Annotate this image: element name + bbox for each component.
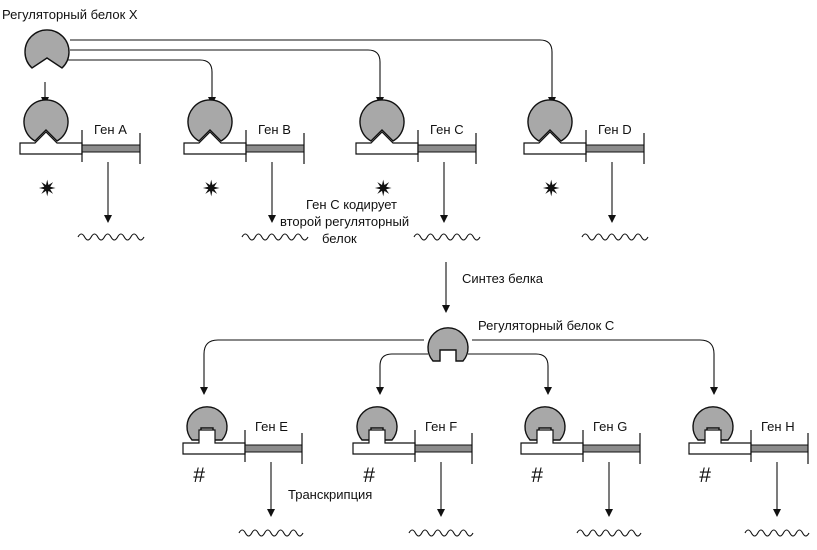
site-mark: # xyxy=(531,464,543,487)
site-mark: ✷ xyxy=(374,176,392,201)
site-mark: ✷ xyxy=(38,176,56,201)
gene-label: Ген С xyxy=(430,122,464,137)
gene-coding-region xyxy=(582,444,641,453)
synthesis-label: Синтез белка xyxy=(462,271,544,286)
gene-c-note-line-2: второй регуляторный xyxy=(280,214,409,229)
gene-unit: Ген Е # xyxy=(182,406,304,537)
mrna-wave xyxy=(744,529,810,537)
gene-unit: Ген F # xyxy=(352,406,474,537)
transcription-label: Транскрипция xyxy=(288,487,372,502)
gene-unit: Ген С ✷ xyxy=(355,99,481,241)
gene-coding-region xyxy=(245,144,305,153)
gene-coding-region xyxy=(244,444,303,453)
protein-x-label: Регуляторный белок X xyxy=(2,7,138,22)
gene-label: Ген F xyxy=(425,419,457,434)
bottom-gene-row: Ген Е # Ген F # Ген G # Ген Н # xyxy=(182,406,810,537)
gene-label: Ген D xyxy=(598,122,632,137)
site-mark: ✷ xyxy=(542,176,560,201)
gene-label: Ген В xyxy=(258,122,291,137)
dna-binding-site xyxy=(19,131,83,155)
dna-binding-site xyxy=(183,131,247,155)
gene-unit: Ген В ✷ xyxy=(183,99,309,241)
regulatory-protein-x-bound xyxy=(187,99,233,142)
gene-coding-region xyxy=(585,144,645,153)
gene-coding-region xyxy=(417,144,477,153)
dna-binding-site xyxy=(352,429,416,455)
gene-label: Ген G xyxy=(593,419,627,434)
mrna-wave xyxy=(241,233,309,241)
regulatory-protein-c-bound xyxy=(356,406,398,441)
mrna-wave xyxy=(576,529,642,537)
gene-unit: Ген Н # xyxy=(688,406,810,537)
site-mark: # xyxy=(699,464,711,487)
regulatory-protein-x-bound xyxy=(527,99,573,142)
protein-c-shape xyxy=(427,327,469,362)
regulatory-protein-c-bound xyxy=(186,406,228,441)
gene-c-note-line-1: Ген С кодирует xyxy=(306,197,397,212)
protein-c-label: Регуляторный белок С xyxy=(478,318,614,333)
site-mark: ✷ xyxy=(202,176,220,201)
mrna-wave xyxy=(77,233,145,241)
regulatory-protein-x-bound xyxy=(23,99,69,142)
mrna-wave xyxy=(408,529,474,537)
gene-label: Ген А xyxy=(94,122,127,137)
gene-coding-region xyxy=(414,444,473,453)
mrna-wave xyxy=(238,529,304,537)
gene-label: Ген Е xyxy=(255,419,288,434)
top-gene-row: Ген А ✷ Ген В ✷ Ген С ✷ Ген D ✷ xyxy=(19,99,649,241)
protein-c-connectors xyxy=(200,339,718,395)
gene-coding-region xyxy=(81,144,141,153)
gene-unit: Ген G # xyxy=(520,406,642,537)
dna-binding-site xyxy=(688,429,752,455)
dna-binding-site xyxy=(520,429,584,455)
site-mark: # xyxy=(193,464,205,487)
mrna-wave xyxy=(581,233,649,241)
gene-coding-region xyxy=(750,444,809,453)
regulatory-protein-c-bound xyxy=(692,406,734,441)
dna-binding-site xyxy=(523,131,587,155)
dna-binding-site xyxy=(182,429,246,455)
gene-unit: Ген D ✷ xyxy=(523,99,649,241)
protein-x-shape xyxy=(24,29,70,69)
gene-c-note-line-3: белок xyxy=(322,231,357,246)
gene-unit: Ген А ✷ xyxy=(19,99,145,241)
gene-label: Ген Н xyxy=(761,419,795,434)
regulatory-protein-c-bound xyxy=(524,406,566,441)
mrna-wave xyxy=(413,233,481,241)
gene-c-note: Ген С кодирует второй регуляторный белок xyxy=(280,197,409,246)
regulatory-protein-x-bound xyxy=(359,99,405,142)
dna-binding-site xyxy=(355,131,419,155)
protein-x-connectors xyxy=(41,39,556,105)
site-mark: # xyxy=(363,464,375,487)
